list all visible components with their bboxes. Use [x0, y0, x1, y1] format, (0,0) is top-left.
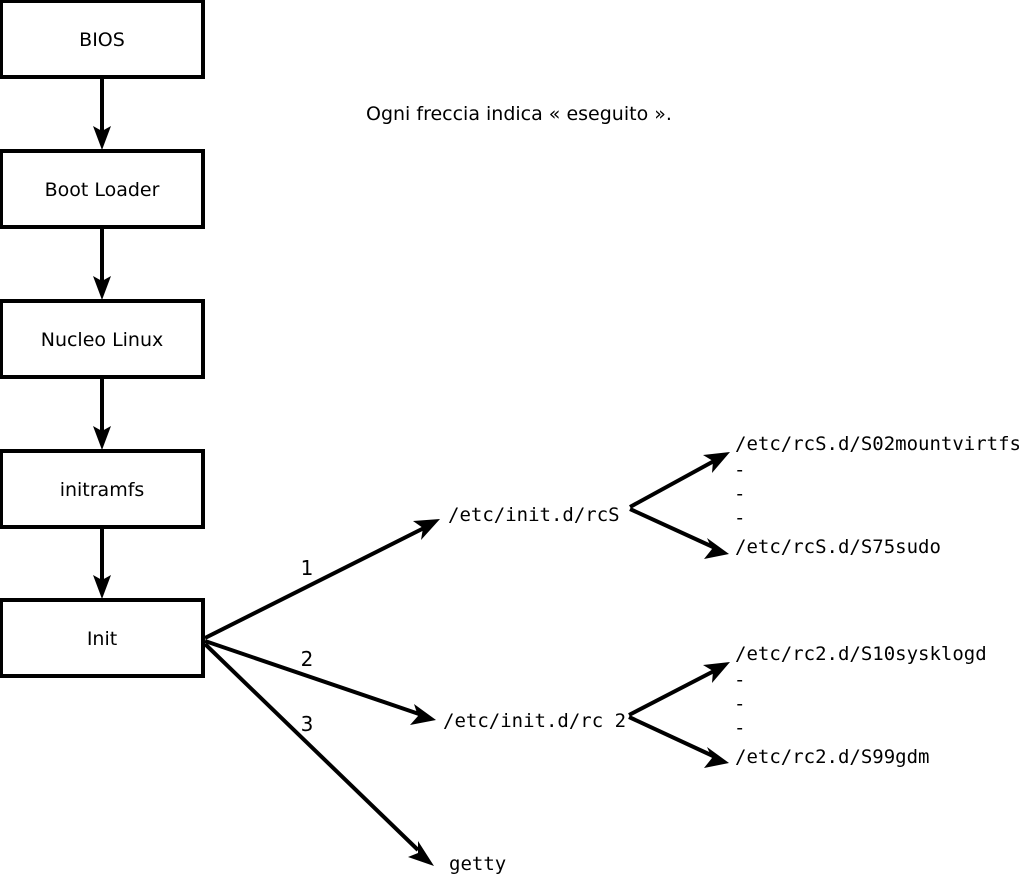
rc2-ellipsis-dash-2: - [734, 693, 745, 715]
edge-number-1: 1 [301, 556, 314, 580]
node-init: Init [0, 598, 205, 678]
arrow-kernel-to-initramfs [93, 377, 111, 450]
getty-label: getty [449, 853, 506, 875]
edge-number-2: 2 [301, 647, 314, 671]
bios-label: BIOS [79, 29, 125, 51]
rc2-ellipsis-dash-3: - [734, 717, 745, 739]
arrow-rc2-to-last [628, 715, 729, 768]
rc2-script-label: /etc/init.d/rc 2 [443, 710, 626, 732]
initramfs-label: initramfs [60, 479, 145, 501]
rcs-target-last-label: /etc/rcS.d/S75sudo [735, 536, 941, 558]
node-nucleo-linux: Nucleo Linux [0, 299, 205, 379]
init-label: Init [87, 628, 117, 650]
arrow-bootloader-to-kernel [93, 227, 111, 300]
arrow-rc2-to-first [628, 662, 730, 717]
rcs-ellipsis-dash-2: - [734, 483, 745, 505]
edge-number-3: 3 [301, 712, 314, 736]
bios-box [0, 0, 205, 79]
rcs-target-first-label: /etc/rcS.d/S02mountvirtfs [735, 433, 1021, 455]
arrow-rcs-to-first [629, 452, 730, 509]
rc2-target-last-label: /etc/rc2.d/S99gdm [735, 746, 929, 768]
arrow-init-to-rc2 [204, 639, 436, 725]
rcs-script-label: /etc/init.d/rcS [448, 504, 620, 526]
node-boot-loader: Boot Loader [0, 149, 205, 229]
boot-loader-box [0, 149, 205, 229]
arrow-initramfs-to-init [93, 527, 111, 599]
node-initramfs: initramfs [0, 449, 205, 529]
init-box [0, 598, 205, 678]
caption-text: Ogni freccia indica « eseguito ». [366, 103, 672, 125]
rc2-ellipsis-dash-1: - [734, 669, 745, 691]
nucleo-linux-box [0, 299, 205, 379]
rcs-ellipsis-dash-1: - [734, 459, 745, 481]
boot-loader-label: Boot Loader [45, 179, 160, 201]
arrow-init-to-getty [203, 642, 434, 866]
nucleo-linux-label: Nucleo Linux [41, 329, 164, 351]
rcs-ellipsis-dash-3: - [734, 507, 745, 529]
arrow-init-to-rcs [204, 519, 440, 640]
arrow-rcs-to-last [629, 507, 729, 559]
node-bios: BIOS [0, 0, 205, 79]
rc2-target-first-label: /etc/rc2.d/S10sysklogd [735, 643, 987, 665]
arrow-bios-to-bootloader [93, 77, 111, 150]
